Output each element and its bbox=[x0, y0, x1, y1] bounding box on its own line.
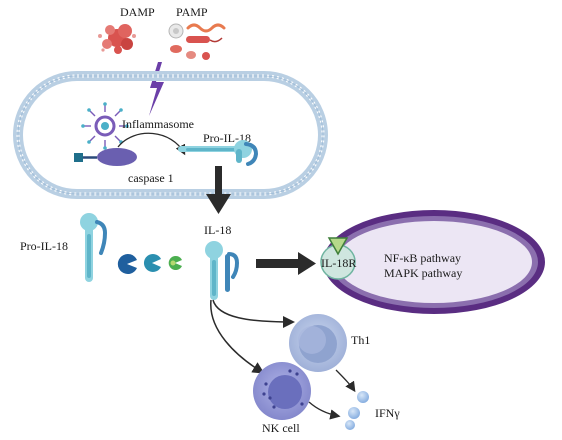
damp-label: DAMP bbox=[120, 5, 155, 19]
damp-cluster-icon bbox=[98, 24, 136, 54]
release-arrow bbox=[206, 166, 231, 214]
pro-il18-protein-left-icon bbox=[80, 213, 108, 282]
il18-to-nk-arrow bbox=[210, 299, 265, 374]
pro-il18-protein-icon bbox=[178, 140, 259, 166]
nk-to-ifng-arrow bbox=[308, 401, 341, 420]
nk-cell-icon bbox=[253, 362, 311, 420]
protease-pacman-icon bbox=[117, 254, 182, 274]
pamp-label: PAMP bbox=[176, 5, 208, 19]
il18r-label: IL-18R bbox=[321, 256, 356, 270]
inflammasome-label: Inflammasome bbox=[122, 117, 194, 131]
inflammasome-ring-icon bbox=[81, 102, 129, 150]
cell-membrane bbox=[13, 71, 328, 199]
receptor-cell bbox=[323, 210, 545, 314]
caspase-label: caspase 1 bbox=[128, 171, 174, 185]
ifng-label: IFNγ bbox=[375, 406, 400, 420]
bacteria-virus-icon bbox=[168, 23, 226, 60]
pathway-2-label: MAPK pathway bbox=[384, 266, 462, 280]
ifng-molecules-icon bbox=[345, 391, 369, 430]
pathway-1-label: NF-κB pathway bbox=[384, 251, 461, 265]
th1-label: Th1 bbox=[351, 333, 370, 347]
pro-il18-left-label: Pro-IL-18 bbox=[20, 239, 68, 253]
nk-cell-label: NK cell bbox=[262, 421, 300, 435]
th1-to-ifng-arrow bbox=[335, 369, 356, 393]
il18-to-th1-arrow bbox=[212, 299, 295, 328]
il18-label: IL-18 bbox=[204, 223, 231, 237]
il-18-receptor-triangle-icon bbox=[320, 237, 356, 280]
caspase-1-enzyme-icon bbox=[74, 148, 137, 166]
lightning-bolt-icon bbox=[149, 62, 164, 116]
signal-arrow bbox=[256, 252, 316, 275]
th1-cell-icon bbox=[289, 314, 347, 372]
il18-protein-icon bbox=[205, 241, 240, 300]
